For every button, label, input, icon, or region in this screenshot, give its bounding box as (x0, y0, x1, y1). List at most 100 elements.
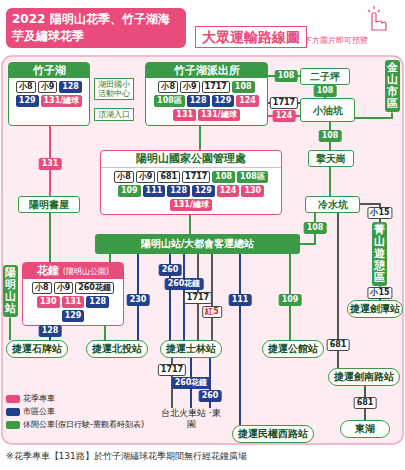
label-text: 131 (176, 110, 193, 119)
destination-text: 台北火車站 ·東園 (160, 408, 222, 430)
label-text: 二子坪 (310, 70, 340, 83)
group-header: 竹子湖 (9, 63, 89, 78)
badge-area: 小8小96811717108108區109111128129124130131/… (101, 168, 281, 214)
route-line (355, 112, 392, 118)
badge-area: 小8小91717108108區128129124131131/繡球 (146, 78, 267, 124)
route-line (239, 254, 241, 425)
label-text: 擎天崗 (316, 152, 346, 165)
route-badge: 128 (39, 325, 62, 337)
station-box: 擎天崗 (308, 150, 354, 167)
label-text: 捷運士林站 (166, 343, 216, 354)
label-text: 花鐘 (37, 264, 59, 277)
legend: 花季專車市區公車休閒公車(假日行駛-需觀看時刻表) (6, 394, 156, 433)
station-group: 陽明山國家公園管理處小8小96811717108108區109111128129… (100, 150, 282, 215)
label-text: 131/繡球 (201, 110, 237, 119)
route-line (9, 317, 11, 340)
label-text: 捷運公館站 (268, 343, 318, 354)
label-text: 捷運北投站 (92, 343, 142, 354)
label-text: 湖田國小活動中心 (98, 80, 130, 98)
label-text: 捷運民權西路站 (238, 428, 308, 439)
route-badge: 109 (118, 185, 141, 197)
label-text: 小9 (183, 82, 197, 91)
legend-text: 市區公車 (23, 407, 55, 417)
station-box: 小油坑 (300, 98, 355, 122)
legend-swatch (6, 395, 20, 403)
route-badge: 131 (62, 296, 85, 308)
route-badge: 128 (59, 81, 82, 93)
label-text: 小8 (35, 283, 49, 292)
label-text: 108區 (240, 172, 265, 181)
route-badge: 131/繡球 (170, 199, 212, 211)
label-text: 124 (239, 96, 256, 105)
label-text: 捷運劍南路站 (334, 371, 394, 382)
route-badge: 124 (236, 95, 259, 107)
route-badge: 260 (199, 390, 222, 402)
route-badge: 108區 (237, 171, 268, 183)
route-line (329, 167, 331, 196)
station-group: 竹子湖小8小9128129131/繡球 (8, 62, 90, 126)
route-badge: 紅5 (202, 306, 222, 318)
route-badge: 小15 (367, 287, 392, 299)
label-text: 124 (220, 186, 237, 195)
badge-area: 小8小9260花鐘130131128129 (23, 279, 123, 325)
route-line (104, 326, 106, 340)
legend-swatch (6, 421, 20, 429)
station-box: 冷水坑 (305, 196, 360, 213)
label-text: 111 (146, 186, 163, 195)
route-badge: 130 (37, 296, 60, 308)
route-badge: 小8 (32, 282, 52, 294)
label-text: 陽明書屋 (29, 198, 69, 211)
route-badge: 260花鐘 (75, 282, 114, 294)
label-text: 128 (190, 96, 207, 105)
route-badge: 128 (86, 296, 109, 308)
label-text: 竹子湖 (33, 64, 66, 77)
vertical-station: 金山市區 (385, 60, 400, 112)
label-text: 131/繡球 (44, 96, 80, 105)
route-badge: 1717 (202, 81, 230, 93)
route-badge: 108 (232, 81, 255, 93)
badge-area: 小8小9128129131/繡球 (9, 78, 89, 110)
route-badge: 681 (327, 339, 350, 351)
label-text: 128 (89, 297, 106, 306)
label-text: 108 (215, 172, 232, 181)
route-badge: 小15 (367, 207, 392, 219)
route-badge: 129 (192, 185, 215, 197)
label-text: 131/繡球 (173, 200, 209, 209)
legend-text: 花季專車 (23, 394, 55, 404)
label-text: 小8 (117, 172, 131, 181)
mrt-station: 東湖 (340, 420, 390, 438)
route-badge: 小8 (158, 81, 178, 93)
label-text: 捷運劍潭站 (350, 303, 400, 314)
route-badge: 108區 (154, 95, 185, 107)
legend-row: 市區公車 (6, 407, 156, 417)
legend-row: 休閒公車(假日行駛-需觀看時刻表) (6, 420, 156, 430)
label-text: 頂湖入口 (98, 110, 130, 119)
route-badge: 108 (275, 70, 298, 82)
mrt-station: 捷運石牌站 (6, 340, 68, 358)
route-badge: 130 (241, 185, 264, 197)
route-badge: 小8 (114, 171, 134, 183)
label-text: 小9 (41, 82, 55, 91)
map-panel (2, 56, 403, 444)
label-text: 129 (195, 186, 212, 195)
route-badge: 128 (167, 185, 190, 197)
label-text: 小9 (139, 172, 153, 181)
label-text: 108區 (157, 96, 182, 105)
label-text: 大眾運輸路線圖 (202, 29, 300, 45)
route-line (109, 254, 111, 262)
label-text: 130 (244, 186, 261, 195)
label-text: 冷水坑 (318, 198, 348, 211)
label-text: 竹子湖派出所 (174, 64, 240, 77)
label-text: 陽明山站/大都會客運總站 (141, 238, 255, 249)
label-text: 260花鐘 (78, 283, 111, 292)
label-text: 128 (62, 82, 79, 91)
route-badge: 小9 (136, 171, 156, 183)
route-badge: 260花鐘 (165, 278, 204, 290)
route-badge: 260 (159, 264, 182, 276)
subtitle-box: 大眾運輸路線圖 (195, 26, 307, 48)
hub-bar: 陽明山站/大都會客運總站 (95, 234, 300, 254)
label-text: 109 (121, 186, 138, 195)
label-text: 小8 (19, 82, 33, 91)
label-text: 129 (65, 311, 82, 320)
route-line (189, 215, 191, 234)
